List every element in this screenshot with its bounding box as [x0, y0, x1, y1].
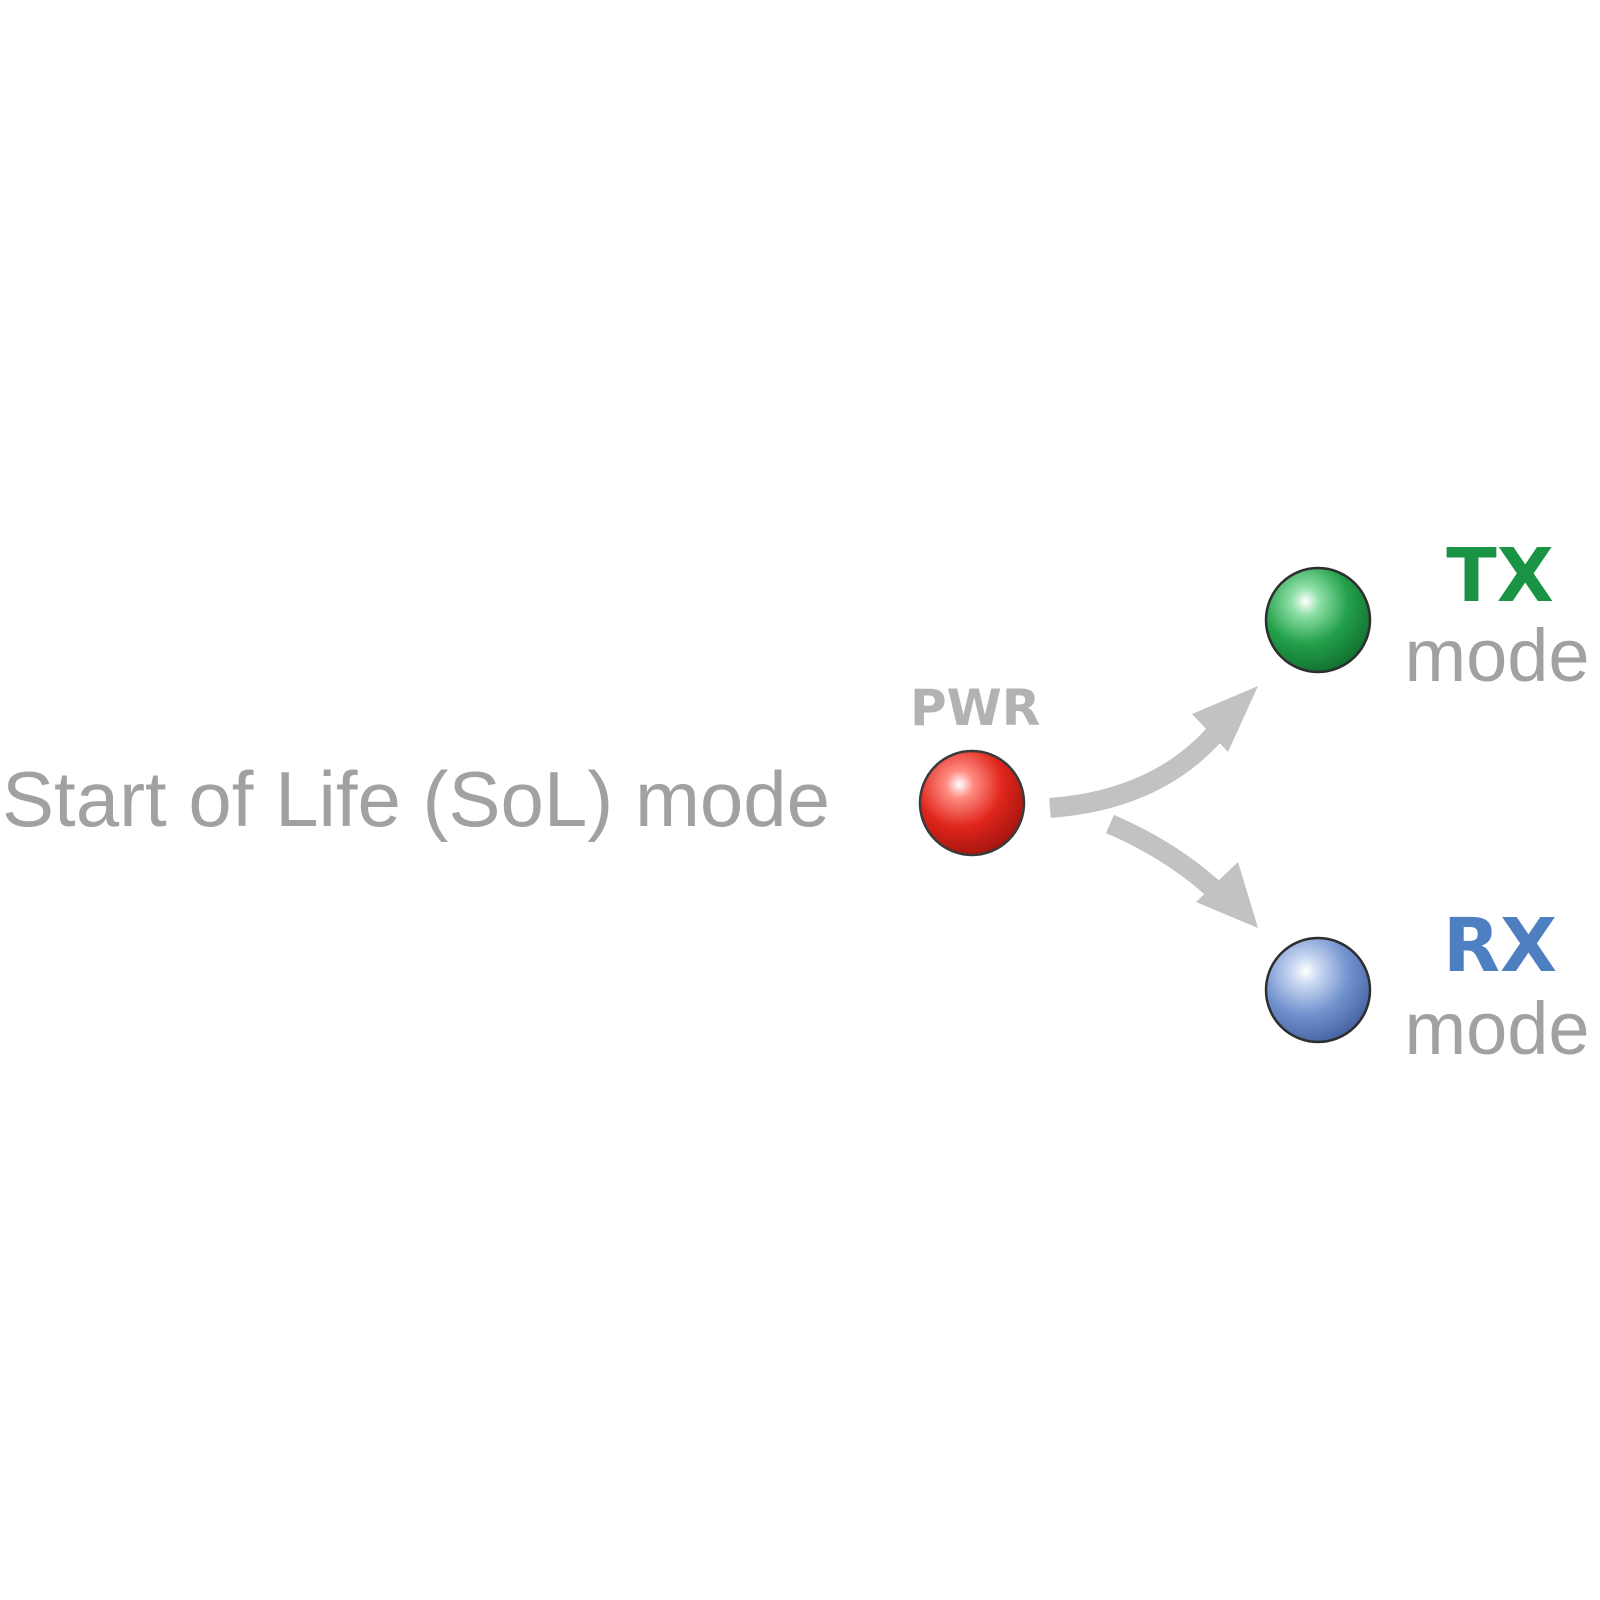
tx-mode-title: TX — [1446, 533, 1554, 619]
arrow-to-tx-icon — [1049, 686, 1258, 818]
start-of-life-mode-label: Start of Life (SoL) mode — [2, 755, 830, 843]
rx-mode-title: RX — [1443, 903, 1557, 989]
pwr-label: PWR — [910, 679, 1040, 737]
blue-led-icon — [1264, 936, 1372, 1044]
tx-mode-subtitle: mode — [1404, 614, 1589, 697]
green-led-icon — [1264, 566, 1372, 674]
arrow-to-rx-icon — [1106, 814, 1258, 928]
red-led-icon — [918, 749, 1026, 857]
rx-mode-subtitle: mode — [1404, 987, 1589, 1070]
